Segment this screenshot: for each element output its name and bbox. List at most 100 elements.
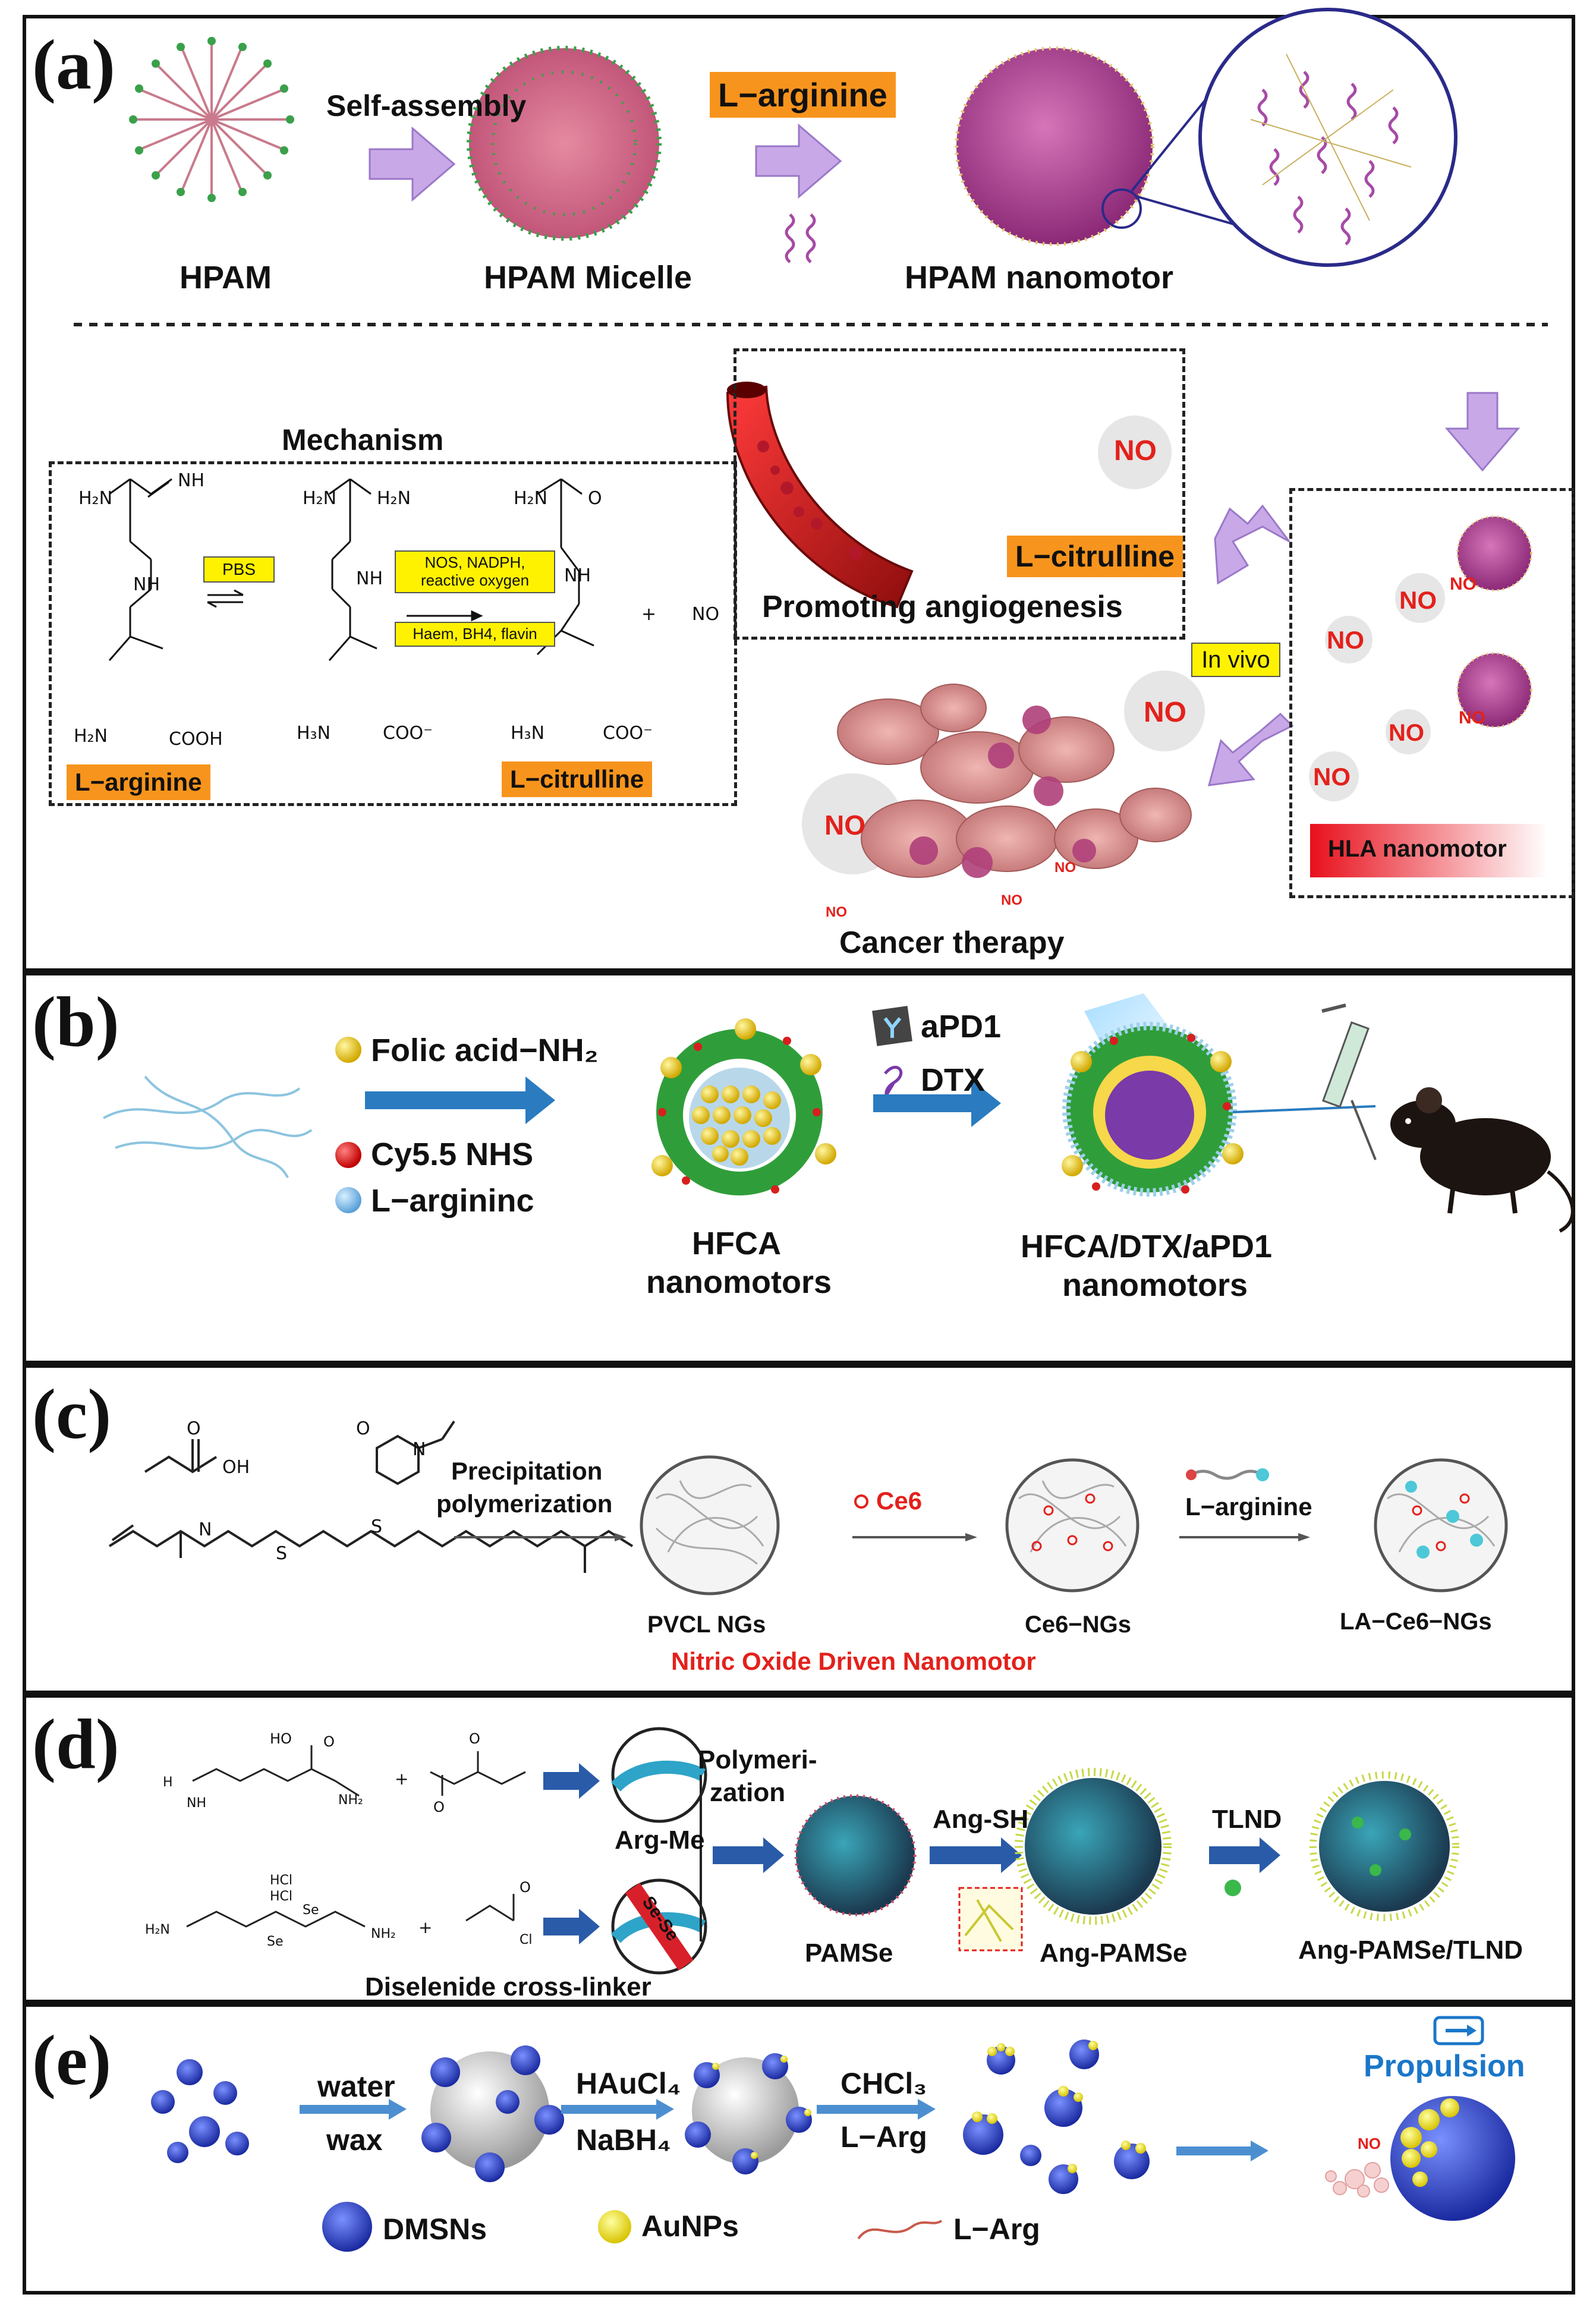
no-hla-4: NO bbox=[1389, 720, 1424, 746]
chem-nh-2: NH bbox=[133, 574, 160, 595]
janus-particles bbox=[963, 2040, 1150, 2194]
pvcl-ng bbox=[640, 1455, 780, 1595]
mechanism-structures bbox=[108, 478, 594, 661]
haucl4-label: HAuCl₄ bbox=[576, 2067, 681, 2100]
chem-oh: OH bbox=[222, 1457, 250, 1478]
hyaluronic-fibers bbox=[103, 1075, 313, 1178]
in-vivo-box: In vivo bbox=[1191, 643, 1280, 677]
l-citrulline-label: L−citrulline bbox=[502, 761, 653, 797]
hfca-label-1: HFCA bbox=[692, 1226, 781, 1261]
arrow-d-5 bbox=[1209, 1837, 1280, 1873]
panel-d-label: (d) bbox=[32, 1704, 119, 1783]
no-cancer-4: NO bbox=[1001, 892, 1022, 908]
chem-h2n-2: H₂N bbox=[74, 726, 108, 747]
arrow-e-1 bbox=[300, 2099, 407, 2120]
ce6-ng bbox=[1005, 1458, 1139, 1592]
arrow-e-4 bbox=[1176, 2141, 1268, 2161]
polymerization-label-1: Polymeri- bbox=[698, 1745, 817, 1774]
l-arginine-tag: L−arginine bbox=[710, 72, 896, 118]
larg-dot bbox=[335, 1187, 361, 1213]
l-arginine-label: L−arginine bbox=[67, 764, 210, 800]
panel-b: (b) bbox=[23, 972, 1575, 1364]
apd1-y bbox=[883, 1017, 902, 1038]
cy55-dot bbox=[335, 1142, 361, 1168]
no-hla-2: NO bbox=[1327, 626, 1364, 654]
chem-h-d1: H bbox=[163, 1775, 173, 1790]
folic-label: Folic acid−NH₂ bbox=[371, 1033, 599, 1068]
precipitation-label-2: polymerization bbox=[436, 1490, 613, 1518]
chem-cooh: COOH bbox=[169, 729, 223, 750]
mechanism-box bbox=[49, 461, 737, 806]
chem-plus: + bbox=[641, 604, 657, 625]
panel-d-graphics bbox=[186, 1727, 1459, 1975]
chem-o: O bbox=[588, 488, 602, 509]
lace6-label: LA−Ce6−NGs bbox=[1340, 1609, 1492, 1635]
mouse-icon bbox=[1390, 1087, 1575, 1233]
no-cancer-2: NO bbox=[824, 810, 865, 841]
larg-legend-line bbox=[857, 2220, 943, 2240]
chem-nh-4: NH bbox=[564, 565, 591, 586]
larg-molecule-icon bbox=[1186, 1468, 1269, 1481]
enzymes-bottom-box: Haem, BH4, flavin bbox=[395, 622, 555, 647]
chem-s-c2: S bbox=[371, 1516, 383, 1537]
hla-box bbox=[1289, 488, 1575, 898]
arrow-d-3 bbox=[713, 1837, 784, 1873]
diselenide-label: Diselenide cross-linker bbox=[365, 1972, 651, 2001]
chem-n-c2: N bbox=[199, 1519, 212, 1540]
arg-me-icon bbox=[611, 1727, 707, 1823]
reaction-arrow bbox=[407, 610, 483, 622]
chem-se-2: Se bbox=[267, 1934, 284, 1949]
final-label-1: HFCA/DTX/aPD1 bbox=[1021, 1229, 1273, 1264]
nitric-oxide-subtitle: Nitric Oxide Driven Nanomotor bbox=[671, 1647, 1036, 1675]
nabh4-label: NaBH₄ bbox=[576, 2123, 671, 2157]
arrow-b-1 bbox=[365, 1077, 555, 1124]
propulsion-label: Propulsion bbox=[1364, 2049, 1525, 2083]
hpam-nanomotor-label: HPAM nanomotor bbox=[905, 260, 1173, 295]
larg-label: L−argininc bbox=[371, 1183, 534, 1219]
l-citrulline-tag: L−citrulline bbox=[1007, 536, 1183, 577]
tlnd-label: TLND bbox=[1212, 1805, 1282, 1834]
chem-nh-d1: NH bbox=[187, 1796, 206, 1811]
chem-h2n-d: H₂N bbox=[145, 1922, 170, 1937]
aunps-legend-label: AuNPs bbox=[641, 2210, 739, 2243]
tlnd-icon bbox=[1224, 1880, 1241, 1896]
no-cancer-3: NO bbox=[1054, 860, 1076, 876]
chem-h3n-2: H₃N bbox=[511, 723, 545, 744]
hla-nanomotors bbox=[1456, 515, 1532, 728]
panel-e: (e) bbox=[23, 2003, 1575, 2295]
cancer-cells bbox=[837, 684, 1192, 878]
chem-o-c1: O bbox=[187, 1418, 201, 1439]
no-hla-5: NO bbox=[1313, 763, 1351, 791]
ang-pamse-sphere bbox=[1015, 1768, 1172, 1925]
l-arg-label: L−Arg bbox=[841, 2120, 927, 2154]
chem-h2n-3: H₂N bbox=[303, 488, 337, 509]
arg-structure bbox=[186, 1745, 526, 1928]
wax-particle bbox=[421, 2045, 564, 2182]
larg-label-c: L−arginine bbox=[1185, 1493, 1312, 1521]
enzymes-top-box: NOS, NADPH, reactive oxygen bbox=[395, 550, 555, 593]
folic-dot bbox=[335, 1037, 361, 1063]
no-hla-6: NO bbox=[1459, 708, 1485, 728]
diselenide-icon bbox=[611, 1878, 707, 1975]
arrow-b-2 bbox=[873, 1079, 1001, 1127]
panel-a-graphics bbox=[74, 8, 1548, 878]
panel-d: (d) bbox=[23, 1694, 1575, 2003]
pvcl-label: PVCL NGs bbox=[647, 1612, 766, 1638]
arrow-l-arginine bbox=[755, 123, 842, 199]
propulsion-particle bbox=[1325, 2016, 1515, 2221]
chem-o-d4: O bbox=[520, 1879, 531, 1896]
ang-pamse-label: Ang-PAMSe bbox=[1040, 1938, 1188, 1968]
arrow-self-assembly bbox=[369, 126, 456, 202]
equilibrium-arrow bbox=[207, 589, 244, 608]
monomer-structures bbox=[108, 1420, 634, 1573]
l-arginine-helix-icon bbox=[785, 213, 816, 263]
arg-me-label: Arg-Me bbox=[615, 1826, 705, 1855]
panel-b-graphics bbox=[103, 993, 1575, 1233]
chem-h2n-4: H₂N bbox=[377, 488, 411, 509]
cy55-label: Cy5.5 NHS bbox=[371, 1137, 534, 1172]
larg-legend-label: L−Arg bbox=[953, 2212, 1040, 2246]
ang-sh-inset bbox=[958, 1887, 1023, 1952]
self-assembly-label: Self-assembly bbox=[326, 89, 527, 122]
pbs-box: PBS bbox=[203, 556, 275, 583]
ang-pamse-tlnd-label: Ang-PAMSe/TLND bbox=[1298, 1935, 1523, 1965]
